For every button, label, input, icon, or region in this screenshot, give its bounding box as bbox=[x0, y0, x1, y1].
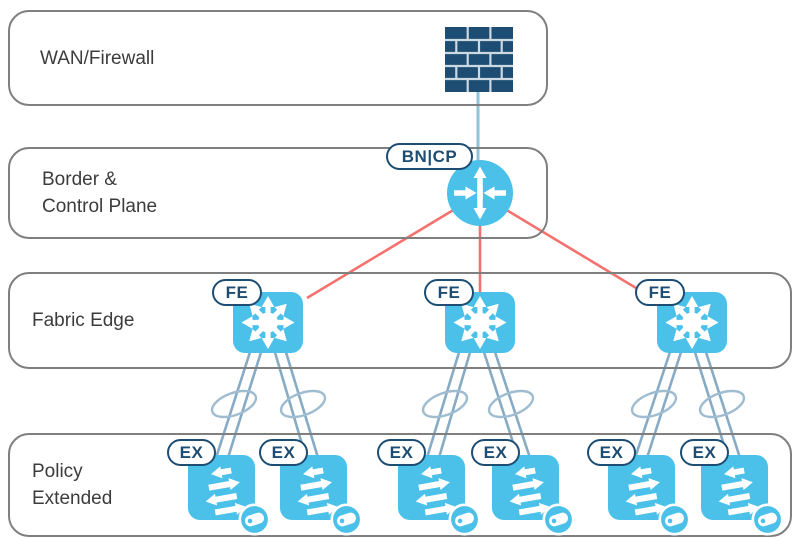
extended-node-tag-1: EX bbox=[167, 439, 216, 466]
tag-badge-icon-1 bbox=[238, 503, 271, 536]
link-bundle-ellipse bbox=[421, 389, 469, 419]
extended-node-tag-5: EX bbox=[587, 439, 636, 466]
band-label-line: Border & bbox=[42, 169, 117, 190]
band-label-line: Policy bbox=[32, 461, 83, 482]
band-policy-extended-label: Policy Extended bbox=[32, 435, 112, 535]
band-label-line: WAN/Firewall bbox=[40, 47, 155, 69]
extended-node-tag-6: EX bbox=[680, 439, 729, 466]
band-wan-firewall-label: WAN/Firewall bbox=[40, 12, 154, 104]
band-policy-extended: Policy Extended bbox=[8, 433, 792, 537]
tag-badge-icon-6 bbox=[751, 503, 784, 536]
band-fabric-edge: Fabric Edge bbox=[8, 272, 792, 369]
extended-node-tag-4: EX bbox=[471, 439, 520, 466]
extended-node-tag-2: EX bbox=[259, 439, 308, 466]
band-label-line: Control Plane bbox=[42, 196, 158, 217]
tag-badge-icon-5 bbox=[658, 503, 691, 536]
fabric-edge-tag-3: FE bbox=[635, 279, 685, 306]
link-bundle-ellipse bbox=[698, 389, 746, 419]
link-bundle-ellipse bbox=[279, 389, 327, 419]
extended-node-tag-3: EX bbox=[377, 439, 426, 466]
link-bundle-ellipse bbox=[210, 389, 258, 419]
border-node-tag: BN|CP bbox=[386, 143, 473, 170]
tag-badge-icon-4 bbox=[542, 503, 575, 536]
fabric-edge-tag-2: FE bbox=[424, 279, 474, 306]
link-border-node-to-fe3 bbox=[479, 192, 652, 299]
link-bundle-ellipses bbox=[210, 389, 746, 419]
firewall-brick-icon bbox=[445, 27, 513, 92]
tag-badge-icon-2 bbox=[330, 503, 363, 536]
link-bundle-ellipse bbox=[487, 389, 535, 419]
band-fabric-edge-label: Fabric Edge bbox=[32, 274, 134, 367]
tag-badge-icon-3 bbox=[448, 503, 481, 536]
fabric-edge-tag-1: FE bbox=[212, 279, 262, 306]
band-wan-firewall: WAN/Firewall bbox=[8, 10, 548, 106]
band-label-line: Fabric Edge bbox=[32, 310, 135, 331]
band-border-control-plane-label: Border & Control Plane bbox=[42, 149, 157, 237]
band-label-line: Extended bbox=[32, 488, 113, 509]
link-border-node-to-fe1 bbox=[306, 192, 481, 300]
link-bundle-ellipse bbox=[630, 389, 678, 419]
band-border-control-plane: Border & Control Plane bbox=[8, 147, 548, 239]
